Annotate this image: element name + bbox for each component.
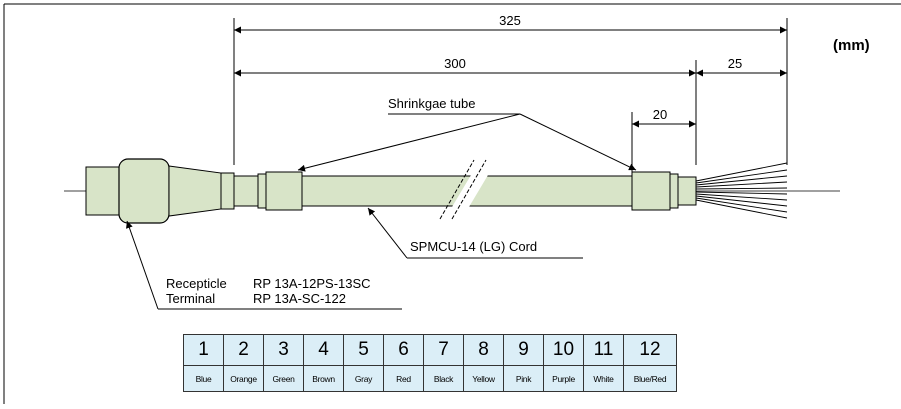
terminal-title: Terminal — [166, 291, 215, 306]
pin-number: 4 — [303, 334, 344, 366]
receptacle-part: RP 13A-12PS-13SC — [253, 276, 371, 291]
cord-segment-right — [677, 176, 697, 206]
unit-label: (mm) — [833, 37, 870, 54]
receptacle-title: Recepticle — [166, 276, 227, 291]
dimension-cord-label: 300 — [444, 56, 466, 71]
dimension-stripped-label: 25 — [728, 56, 742, 71]
wire-color: Green — [263, 365, 304, 392]
shrink-tube-left — [265, 171, 303, 211]
wire-color: Blue — [183, 365, 224, 392]
connector-body — [118, 158, 170, 224]
wire-color: Purple — [543, 365, 584, 392]
wire-color: Gray — [343, 365, 384, 392]
shrink-tube-leader-right — [519, 113, 637, 171]
cord-leader — [367, 207, 408, 259]
shrink-tube-leader-left — [297, 113, 521, 172]
pin-number: 1 — [183, 334, 224, 366]
shrink-tube-right — [631, 171, 671, 211]
pin-number: 9 — [503, 334, 544, 366]
shrink-tube-right-collar — [669, 173, 679, 209]
pin-number: 2 — [223, 334, 264, 366]
pin-number-row: 1 2 3 4 5 6 7 8 9 10 11 12 — [183, 334, 677, 366]
pin-number: 5 — [343, 334, 384, 366]
connector-boot — [168, 165, 222, 217]
dimension-total-label: 325 — [499, 13, 521, 28]
pin-number: 12 — [623, 334, 677, 366]
cord-break-line-1 — [439, 159, 475, 220]
wire-color: Pink — [503, 365, 544, 392]
wire-color: Red — [383, 365, 424, 392]
dimension-tube-label: 20 — [653, 107, 667, 122]
pin-number: 7 — [423, 334, 464, 366]
terminal-part: RP 13A-SC-122 — [253, 291, 346, 306]
pin-number: 11 — [583, 334, 624, 366]
cord-label: SPMCU-14 (LG) Cord — [410, 239, 537, 254]
pin-number: 8 — [463, 334, 504, 366]
wire-color: Yellow — [463, 365, 504, 392]
shrink-tube-left-collar — [257, 173, 267, 209]
cord-break-gap — [449, 170, 491, 212]
wire-color: Brown — [303, 365, 344, 392]
pin-number: 10 — [543, 334, 584, 366]
shrink-tube-label: Shrinkgae tube — [388, 96, 475, 111]
connector-boot-end — [220, 172, 235, 210]
wire-color: White — [583, 365, 624, 392]
wire-color: Blue/Red — [623, 365, 677, 392]
pin-number: 6 — [383, 334, 424, 366]
cord-segment-left — [233, 175, 259, 207]
stripped-wires — [695, 162, 788, 219]
pin-number: 3 — [263, 334, 304, 366]
wire-color: Black — [423, 365, 464, 392]
pin-color-table: 1 2 3 4 5 6 7 8 9 10 11 12 Blue Orange G… — [183, 334, 677, 392]
wire-color: Orange — [223, 365, 264, 392]
receptacle-leader — [126, 220, 159, 310]
cord-break-line-2 — [451, 159, 487, 220]
wire-color-row: Blue Orange Green Brown Gray Red Black Y… — [183, 365, 677, 392]
connector-plug — [85, 166, 124, 216]
